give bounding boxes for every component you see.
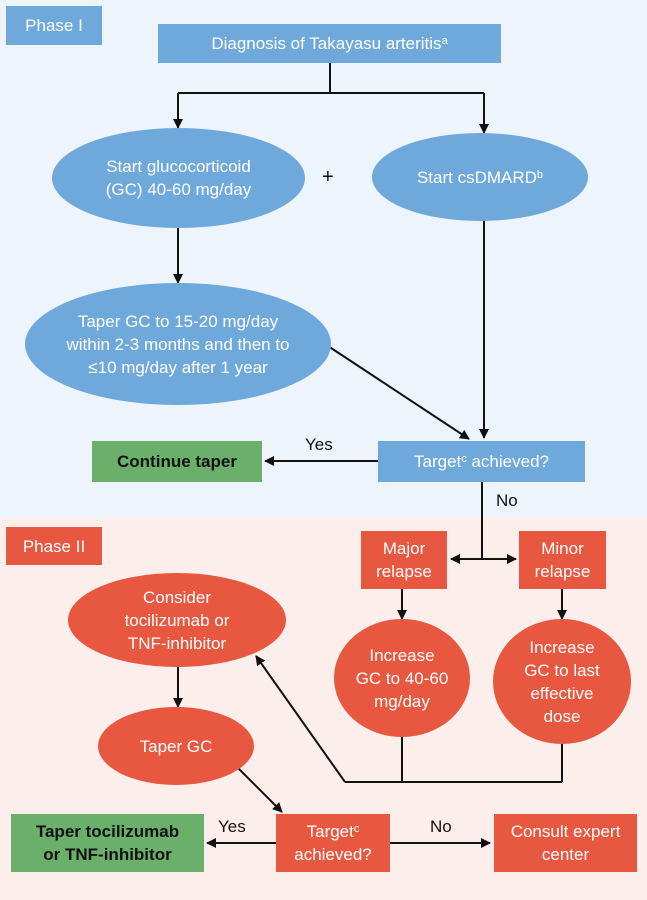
consider-tocilizumab-text: Consider tocilizumab or TNF-inhibitor	[124, 587, 230, 653]
major-relapse-text: Major relapse	[376, 539, 432, 581]
start-csdmard-node: Start csDMARDb	[372, 133, 588, 221]
target-achieved-2-node: Targetc achieved?	[276, 814, 390, 872]
diagnosis-node: Diagnosis of Takayasu arteritisa	[158, 24, 501, 63]
increase-gc-major-node: Increase GC to 40-60 mg/day	[334, 619, 470, 737]
phase-2-label: Phase II	[6, 527, 102, 565]
increase-gc-minor-text: Increase GC to last effective dose	[524, 637, 600, 726]
phase-1-panel	[0, 0, 647, 518]
target-achieved-text: Targetc achieved?	[414, 452, 549, 471]
yes-label-1: Yes	[305, 435, 333, 454]
plus-sign: +	[322, 166, 334, 188]
edge-diagnosis-split	[178, 62, 484, 94]
taper-gc-text: Taper GC to 15-20 mg/day within 2-3 mont…	[66, 311, 290, 377]
edge-merge-to-consider	[255, 655, 346, 783]
yes-label-2: Yes	[218, 817, 246, 836]
increase-gc-major-text: Increase GC to 40-60 mg/day	[355, 645, 449, 711]
no-label-1: No	[496, 491, 518, 510]
taper-tocilizumab-text: Taper tocilizumab or TNF-inhibitor	[35, 822, 180, 864]
phase-2-label-text: Phase II	[22, 536, 86, 556]
consult-expert-text: Consult expert center	[510, 822, 621, 864]
minor-relapse-node: Minor relapse	[519, 531, 606, 589]
target-achieved-node: Targetc achieved?	[378, 441, 585, 482]
taper-gc-2-text: Taper GC	[139, 736, 213, 756]
consider-tocilizumab-node: Consider tocilizumab or TNF-inhibitor	[68, 573, 286, 667]
phase-1-label-text: Phase I	[25, 16, 83, 35]
phase-1-label: Phase I	[6, 6, 102, 45]
continue-taper-text: Continue taper	[117, 452, 237, 471]
continue-taper-node: Continue taper	[92, 441, 262, 482]
consult-expert-node: Consult expert center	[494, 814, 637, 872]
no-label-2: No	[430, 817, 452, 836]
start-csdmard-text: Start csDMARDb	[416, 167, 544, 187]
taper-gc-2-node: Taper GC	[98, 707, 254, 785]
start-gc-node: Start glucocorticoid (GC) 40-60 mg/day	[52, 128, 305, 228]
minor-relapse-text: Minor relapse	[534, 539, 591, 581]
edge-taper-to-target2	[237, 767, 283, 813]
diagnosis-text: Diagnosis of Takayasu arteritisa	[211, 34, 448, 53]
target-achieved-2-text: Targetc achieved?	[294, 822, 372, 864]
edge-increase-merge	[345, 737, 563, 783]
increase-gc-minor-node: Increase GC to last effective dose	[493, 619, 631, 744]
major-relapse-node: Major relapse	[361, 531, 447, 589]
start-gc-text: Start glucocorticoid (GC) 40-60 mg/day	[105, 157, 252, 199]
edge-taper-to-target	[327, 345, 470, 440]
taper-gc-node: Taper GC to 15-20 mg/day within 2-3 mont…	[25, 283, 331, 405]
taper-tocilizumab-node: Taper tocilizumab or TNF-inhibitor	[11, 814, 204, 872]
